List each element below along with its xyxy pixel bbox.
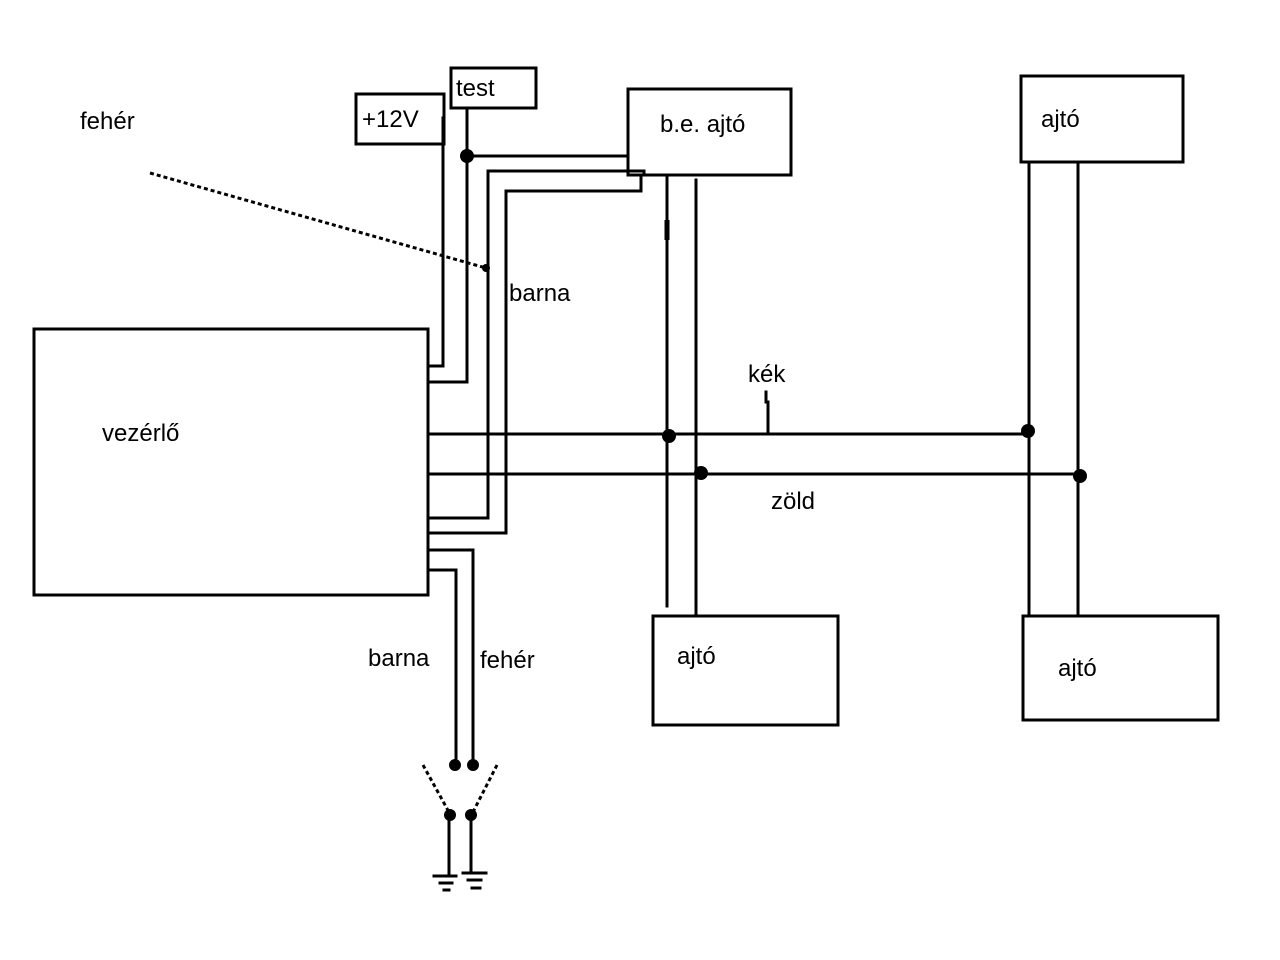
junction-dot [662, 429, 676, 443]
white-wire-top [428, 169, 646, 520]
green-label: zöld [771, 488, 815, 515]
blue-label-pointer [764, 390, 770, 436]
power-box [354, 92, 446, 146]
junction-dot [1021, 424, 1035, 438]
brown-wire-top [428, 176, 643, 535]
white-wire-bottom [428, 548, 475, 767]
switch-left-lever [421, 764, 452, 815]
controller-box [32, 327, 430, 597]
brown-wire-bottom [428, 568, 458, 767]
switch-contact-dot [449, 759, 461, 771]
white-label-pointer [149, 171, 487, 270]
junction-dot [460, 149, 474, 163]
test-box [449, 66, 538, 110]
door-bottom-middle-box [651, 614, 840, 727]
switch-right-lever [470, 764, 499, 815]
power-wire [428, 116, 445, 368]
ground-icon [461, 871, 488, 890]
door-bottom-right-box [1021, 614, 1220, 722]
door-top-right-box [1019, 74, 1185, 164]
test-wire [428, 106, 469, 384]
main-door-box [626, 87, 793, 177]
door-bottom-right-label: ajtó [1058, 655, 1097, 682]
white-bottom-label: fehér [480, 647, 535, 674]
brown-bottom-label: barna [368, 645, 430, 672]
junction-dot [694, 466, 708, 480]
junction-dot [1073, 469, 1087, 483]
brown-top-label: barna [509, 280, 571, 307]
switch-contact-dot [467, 759, 479, 771]
test-label: test [456, 75, 495, 102]
main-door-label: b.e. ajtó [660, 111, 745, 138]
door-bottom-middle-label: ajtó [677, 643, 716, 670]
power-label: +12V [362, 106, 419, 133]
ground-icon [432, 874, 458, 892]
door-top-right-label: ajtó [1041, 106, 1080, 133]
controller-label: vezérlő [102, 420, 179, 447]
white-top-label: fehér [80, 108, 135, 135]
blue-label: kék [748, 361, 786, 388]
